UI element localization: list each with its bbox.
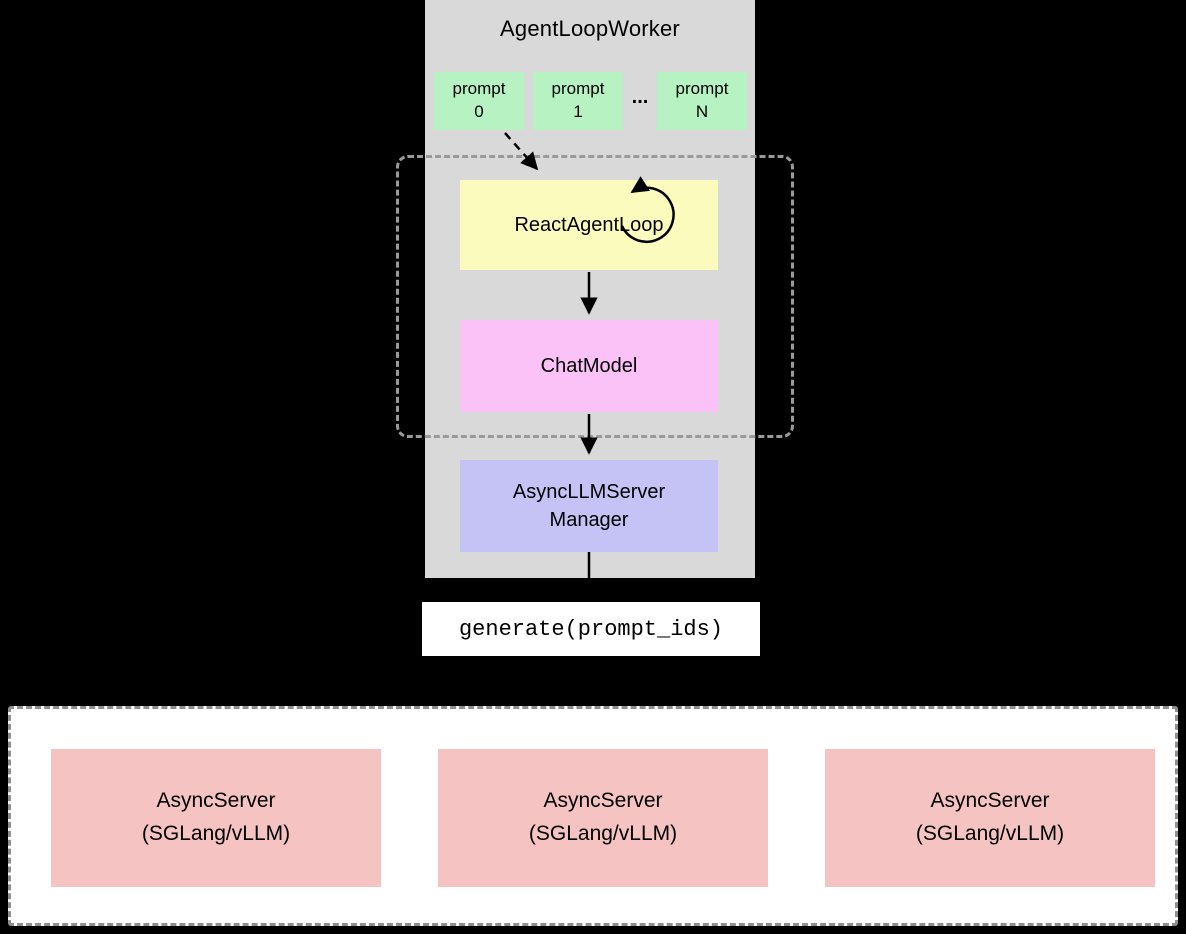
agent-loop-worker-container: AgentLoopWorker prompt 0 prompt 1 ... pr… — [425, 0, 755, 578]
prompt-0-label-line2: 0 — [474, 102, 484, 121]
agent-group-dashed-frame — [396, 155, 794, 438]
prompt-1-box: prompt 1 — [533, 72, 623, 130]
manager-label-line1: AsyncLLMServer — [512, 481, 666, 503]
generate-call-text: generate(prompt_ids) — [458, 616, 724, 642]
prompt-0-box: prompt 0 — [434, 72, 524, 130]
prompts-ellipsis: ... — [631, 86, 649, 108]
async-server-2-line1: AsyncServer — [930, 789, 1050, 813]
async-server-0-line1: AsyncServer — [156, 789, 276, 813]
prompt-n-box: prompt N — [657, 72, 747, 130]
prompt-n-label-line2: N — [695, 102, 709, 121]
agent-loop-worker-title: AgentLoopWorker — [500, 16, 680, 41]
async-server-2-line2: (SGLang/vLLM) — [915, 822, 1065, 845]
prompt-n-label-line1: prompt — [675, 79, 729, 99]
async-server-1-line1: AsyncServer — [543, 789, 663, 813]
async-server-1-line2: (SGLang/vLLM) — [528, 822, 678, 845]
async-server-pool: AsyncServer (SGLang/vLLM) AsyncServer (S… — [8, 706, 1178, 926]
prompt-0-label-line1: prompt — [452, 79, 506, 99]
prompt-1-label-line1: prompt — [551, 79, 605, 99]
async-server-0-line2: (SGLang/vLLM) — [141, 822, 291, 845]
async-server-box-0: AsyncServer (SGLang/vLLM) — [51, 749, 381, 887]
chat-model-label: ChatModel — [540, 355, 638, 377]
prompt-1-label-line2: 1 — [573, 102, 583, 121]
manager-label-line2: Manager — [549, 509, 629, 531]
generate-call-label: generate(prompt_ids) — [422, 602, 760, 656]
chat-model-box: ChatModel — [460, 320, 718, 412]
async-server-box-1: AsyncServer (SGLang/vLLM) — [438, 749, 768, 887]
async-server-box-2: AsyncServer (SGLang/vLLM) — [825, 749, 1155, 887]
async-llm-server-manager-box: AsyncLLMServer Manager — [460, 460, 718, 552]
react-agent-loop-box: ReactAgentLoop — [460, 180, 718, 270]
